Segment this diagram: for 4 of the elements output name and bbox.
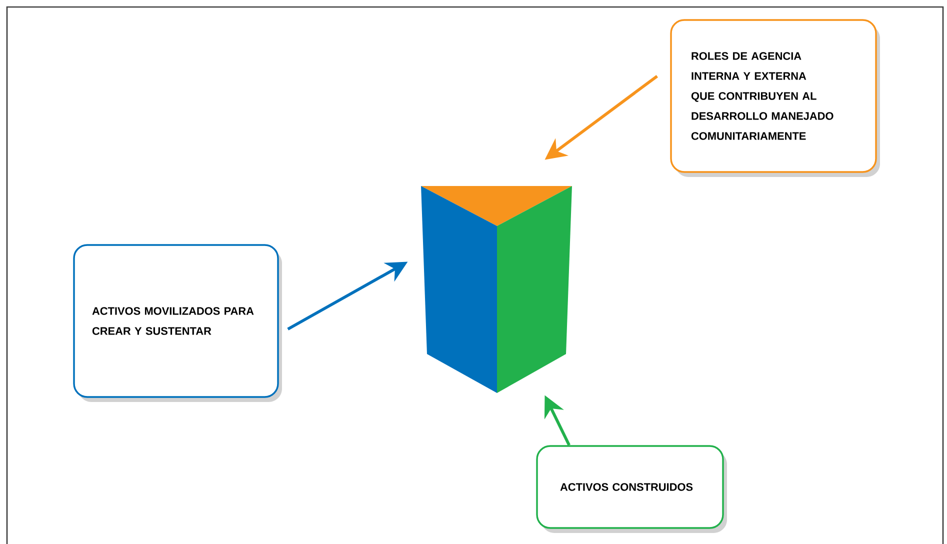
text-box: ACTIVOS CONSTRUIDOS	[536, 445, 727, 533]
text-box: ROLES DE AGENCIA INTERNA Y EXTERNA QUE CONTRIBUYEN AL DESARROLLO MANEJADO COMUNITARIAMENTE	[670, 19, 880, 177]
prism-drawing	[421, 186, 572, 393]
text-box: ACTIVOS MOVILIZADOS PARA CREAR Y SUSTENTAR	[73, 244, 282, 402]
